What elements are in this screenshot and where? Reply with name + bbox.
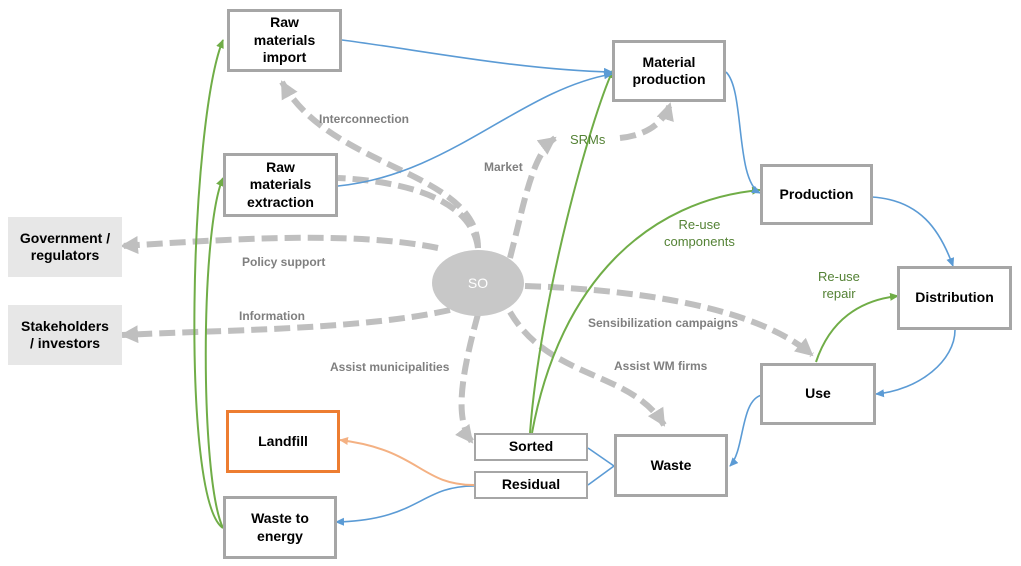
so-to-material-production-arrow	[507, 135, 557, 259]
so-to-sorted-arrow	[455, 313, 481, 444]
so-to-raw-import-arrow	[279, 80, 481, 249]
sorted-waste-link	[587, 447, 615, 467]
waste-node: Waste	[614, 434, 728, 497]
raw-materials-extraction-node: Raw materials extraction	[223, 153, 338, 217]
market-label: Market	[484, 160, 523, 174]
srms-label: SRMs	[570, 132, 606, 147]
sorted-to-material-production-arrow	[529, 69, 614, 434]
so-to-use-arrow	[524, 283, 814, 358]
so-to-government-arrow	[120, 234, 439, 255]
raw-materials-import-node: Raw materials import	[227, 9, 342, 72]
sorted-to-production-arrow	[531, 186, 761, 434]
assist-municipalities-label: Assist municipalities	[330, 360, 450, 374]
sorted-node: Sorted	[474, 433, 588, 461]
so-to-waste-arrow	[507, 310, 667, 427]
production-node: Production	[760, 164, 873, 225]
policy-support-label: Policy support	[242, 255, 326, 269]
raw-import-to-material-production-arrow	[341, 39, 613, 76]
waste-energy-to-raw-import-arrow	[193, 39, 224, 529]
so-node: SO	[432, 250, 524, 316]
production-to-distribution-arrow	[871, 196, 955, 267]
residual-to-waste-energy-arrow	[335, 485, 475, 526]
landfill-node: Landfill	[226, 410, 340, 473]
sensibilization-campaigns-label: Sensibilization campaigns	[588, 316, 739, 330]
residual-to-landfill-arrow	[339, 437, 475, 486]
so-to-raw-extraction-arrow	[337, 175, 481, 249]
assist-wm-firms-label: Assist WM firms	[614, 359, 708, 373]
waste-to-energy-node: Waste to energy	[223, 496, 337, 559]
distribution-node: Distribution	[897, 266, 1012, 330]
reuse-components-label: Re-use components	[664, 217, 735, 249]
stakeholders-investors-node: Stakeholders / investors	[8, 305, 122, 365]
residual-node: Residual	[474, 471, 588, 499]
material-production-node: Material production	[612, 40, 726, 102]
interconnection-label: Interconnection	[319, 112, 410, 126]
use-node: Use	[760, 363, 876, 425]
waste-energy-to-raw-extraction-arrow	[204, 177, 224, 529]
residual-waste-link	[587, 465, 615, 486]
reuse-repair-label: Re-use repair	[818, 269, 860, 301]
information-label: Information	[239, 309, 305, 323]
government-regulators-node: Government / regulators	[8, 217, 122, 277]
distribution-to-use-arrow	[875, 329, 956, 398]
use-to-distribution-arrow	[815, 292, 899, 363]
raw-extraction-to-material-production-arrow	[337, 71, 613, 187]
so-srms-arrow	[619, 102, 674, 141]
so-to-stakeholders-arrow	[120, 307, 451, 344]
material-production-to-production-arrow	[725, 71, 761, 194]
use-to-waste-arrow	[729, 394, 763, 467]
